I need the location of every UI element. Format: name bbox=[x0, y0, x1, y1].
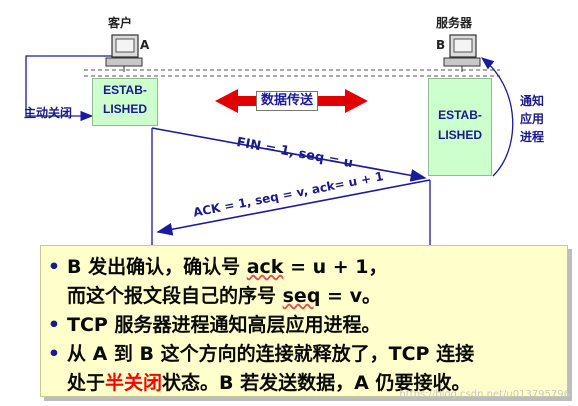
bullet-icon: • bbox=[47, 314, 61, 336]
notify-label-line: 通知 bbox=[520, 94, 545, 108]
note-line: • 从 A 到 B 这个方向的连接就释放了，TCP 连接 bbox=[41, 339, 474, 366]
data-transfer-label: 数据传送 bbox=[256, 91, 319, 111]
network-bar bbox=[84, 69, 500, 77]
server-state-box: ESTAB- LISHED bbox=[428, 78, 492, 176]
notify-app-label: 通知 应用 进程 bbox=[520, 92, 544, 146]
note-text: TCP 服务器进程通知高层应用进程。 bbox=[67, 314, 381, 336]
bullet-icon: • bbox=[47, 256, 61, 278]
note-text-seq: seq bbox=[282, 285, 321, 307]
notify-label-line: 应用 bbox=[520, 112, 545, 126]
server-title: 服务器 bbox=[436, 16, 473, 30]
bullet-icon: • bbox=[47, 343, 61, 365]
active-close-arrow bbox=[25, 55, 112, 122]
active-close-label: 主动关闭 bbox=[24, 106, 73, 120]
note-text: 处于 bbox=[67, 372, 106, 394]
server-letter: B bbox=[436, 38, 446, 52]
note-text: 而这个报文段自己的序号 bbox=[67, 285, 283, 307]
client-state-box: ESTAB- LISHED bbox=[92, 78, 158, 126]
note-line: • TCP 服务器进程通知高层应用进程。 bbox=[41, 310, 381, 337]
server-state-line: LISHED bbox=[437, 128, 482, 142]
note-text-half-closed: 半关闭 bbox=[105, 372, 163, 394]
notify-app-arrow bbox=[480, 57, 514, 177]
client-letter: A bbox=[140, 38, 150, 52]
note-text: 从 A 到 B 这个方向的连接就释放了，TCP 连接 bbox=[67, 343, 475, 365]
watermark: https://blog.csdn.net/u013795796 bbox=[399, 389, 570, 400]
server-computer-icon bbox=[443, 34, 481, 72]
notify-label-line: 进程 bbox=[520, 130, 545, 144]
fin-arrow bbox=[151, 127, 427, 182]
note-line: • B 发出确认，确认号 ack = u + 1， bbox=[41, 252, 388, 279]
note-text: = v。 bbox=[320, 285, 381, 307]
client-state-line: ESTAB- bbox=[103, 83, 147, 97]
server-state-line: ESTAB- bbox=[438, 108, 482, 122]
note-line: 处于半关闭状态。B 若发送数据，A 仍要接收。 bbox=[41, 368, 470, 395]
ack-arrow bbox=[156, 179, 431, 236]
client-state-line: LISHED bbox=[102, 102, 147, 116]
note-text: B 发出确认，确认号 bbox=[67, 256, 247, 278]
note-line: 而这个报文段自己的序号 seq = v。 bbox=[41, 281, 381, 308]
note-text-ack: ack bbox=[246, 256, 284, 278]
client-computer-icon bbox=[105, 34, 143, 72]
note-text: 状态。B 若发送数据，A 仍要接收。 bbox=[162, 372, 471, 394]
note-text: = u + 1， bbox=[283, 256, 388, 278]
client-title: 客户 bbox=[108, 16, 133, 30]
explanation-note: • B 发出确认，确认号 ack = u + 1， 而这个报文段自己的序号 seq… bbox=[40, 245, 568, 397]
